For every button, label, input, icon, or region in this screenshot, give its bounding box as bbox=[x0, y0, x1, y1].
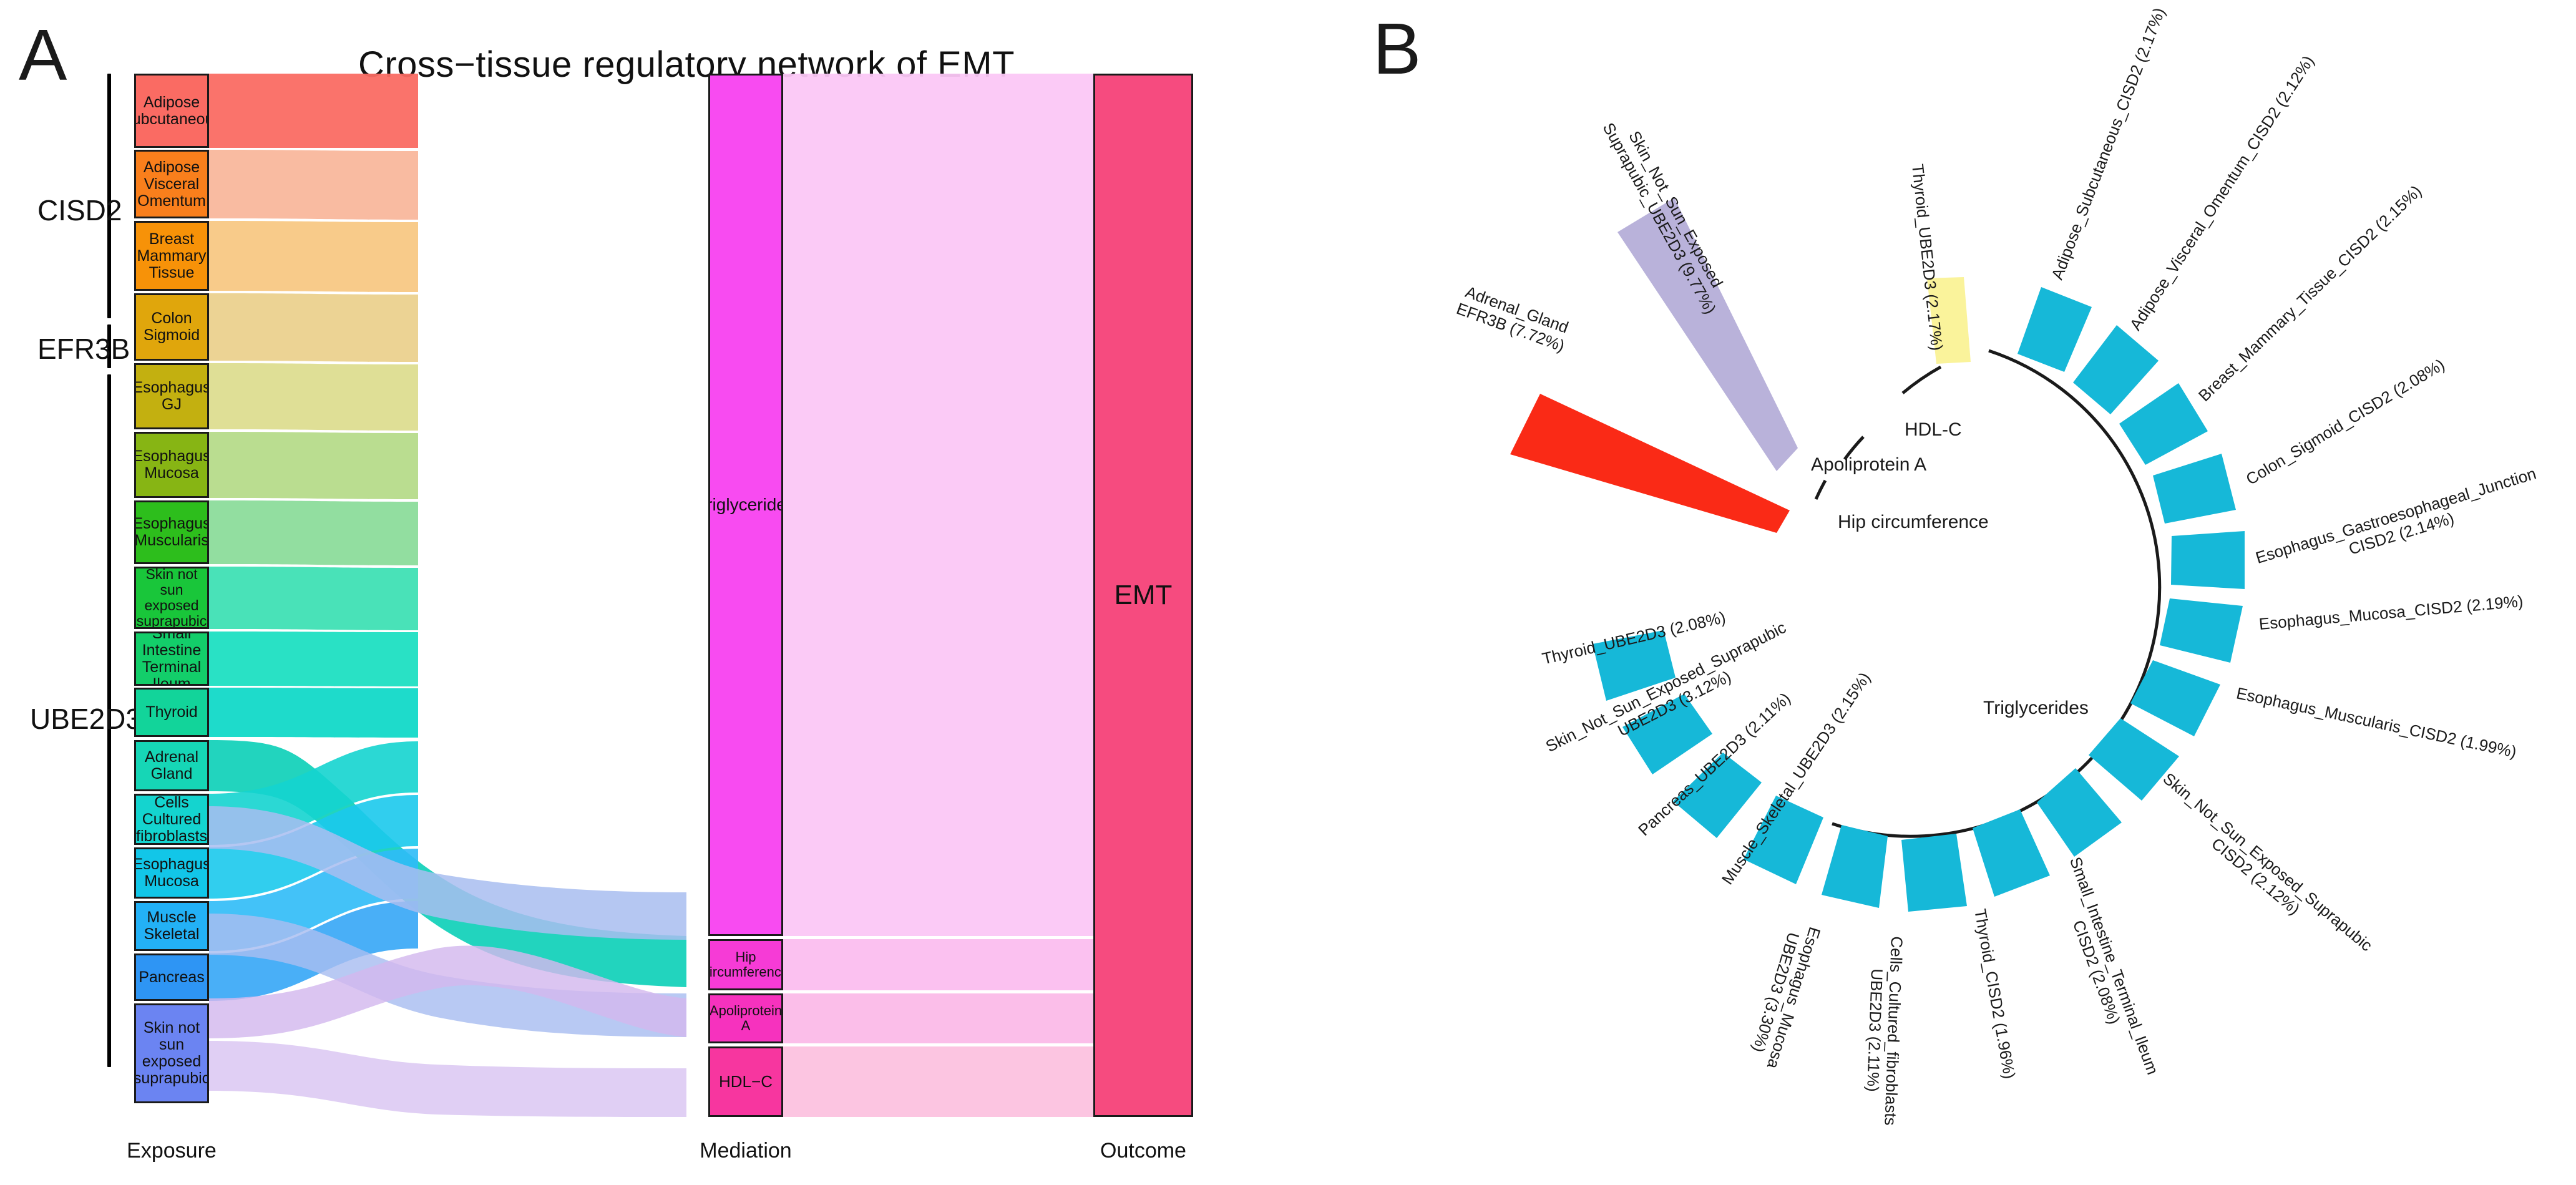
exposure-node-label: AdiposeSubcutaneous bbox=[136, 93, 207, 128]
inner-label-hdl-c: HDL-C bbox=[1905, 419, 1962, 440]
exposure-node[interactable]: Thyroid bbox=[134, 688, 209, 737]
panel-b-letter: B bbox=[1373, 8, 1422, 89]
gene-group-label-cisd2: CISD2 bbox=[37, 194, 122, 227]
panel-b: B bbox=[1342, 0, 2576, 1185]
exposure-node[interactable]: Muscle Skeletal bbox=[134, 901, 209, 951]
exposure-node[interactable]: AdiposeSubcutaneous bbox=[134, 74, 209, 148]
circos-sectors bbox=[1510, 198, 2245, 912]
exposure-node-label: Colon Sigmoid bbox=[143, 310, 200, 344]
exposure-node[interactable]: Colon Sigmoid bbox=[134, 293, 209, 361]
gene-group-label-ube2d3: UBE2D3 bbox=[30, 703, 142, 735]
gene-group-label-efr3b: EFR3B bbox=[37, 333, 130, 365]
outcome-node[interactable]: EMT bbox=[1093, 74, 1193, 1117]
bracket-efr3b bbox=[107, 324, 111, 368]
mediation-node-label: Hip circumference bbox=[709, 949, 781, 980]
bracket-ube2d3 bbox=[107, 374, 111, 1067]
exposure-node-label: Adrenal Gland bbox=[144, 748, 199, 783]
inner-label-triglycerides: Triglycerides bbox=[1983, 698, 2089, 718]
circos-plot bbox=[1510, 198, 2245, 912]
mediation-node-label: Apoliprotein A bbox=[709, 1003, 783, 1033]
exposure-node-label: Thyroid bbox=[145, 703, 198, 721]
bracket-cisd2 bbox=[107, 74, 111, 318]
sankey-diagram: CISD2 EFR3B UBE2D3 bbox=[30, 74, 1193, 1163]
inner-label-hip-circumference: Hip circumference bbox=[1838, 512, 1989, 532]
mediation-node-label: HDL−C bbox=[719, 1072, 773, 1091]
exposure-node[interactable]: Adrenal Gland bbox=[134, 740, 209, 791]
mediation-node[interactable]: Hip circumference bbox=[708, 939, 783, 990]
column-label-mediation: Mediation bbox=[700, 1139, 792, 1163]
mediation-node[interactable]: Apoliprotein A bbox=[708, 993, 783, 1043]
column-label-exposure: Exposure bbox=[127, 1139, 217, 1163]
panel-a-letter: A bbox=[19, 14, 67, 95]
exposure-node[interactable]: Pancreas bbox=[134, 953, 209, 1001]
exposure-node-label: Muscle Skeletal bbox=[144, 909, 200, 943]
panel-a: A Cross−tissue regulatory network of EMT… bbox=[19, 14, 1193, 1163]
sankey-links bbox=[209, 74, 1093, 1117]
column-label-outcome: Outcome bbox=[1100, 1139, 1186, 1163]
mediation-node[interactable]: Triglycerides bbox=[708, 74, 783, 936]
exposure-node-label: Pancreas bbox=[139, 968, 205, 986]
mediation-node-label: Triglycerides bbox=[710, 494, 781, 514]
outcome-node-label: EMT bbox=[1114, 580, 1173, 611]
inner-label-apoliprotein-a: Apoliprotein A bbox=[1811, 454, 1927, 475]
mediation-node[interactable]: HDL−C bbox=[708, 1046, 783, 1117]
